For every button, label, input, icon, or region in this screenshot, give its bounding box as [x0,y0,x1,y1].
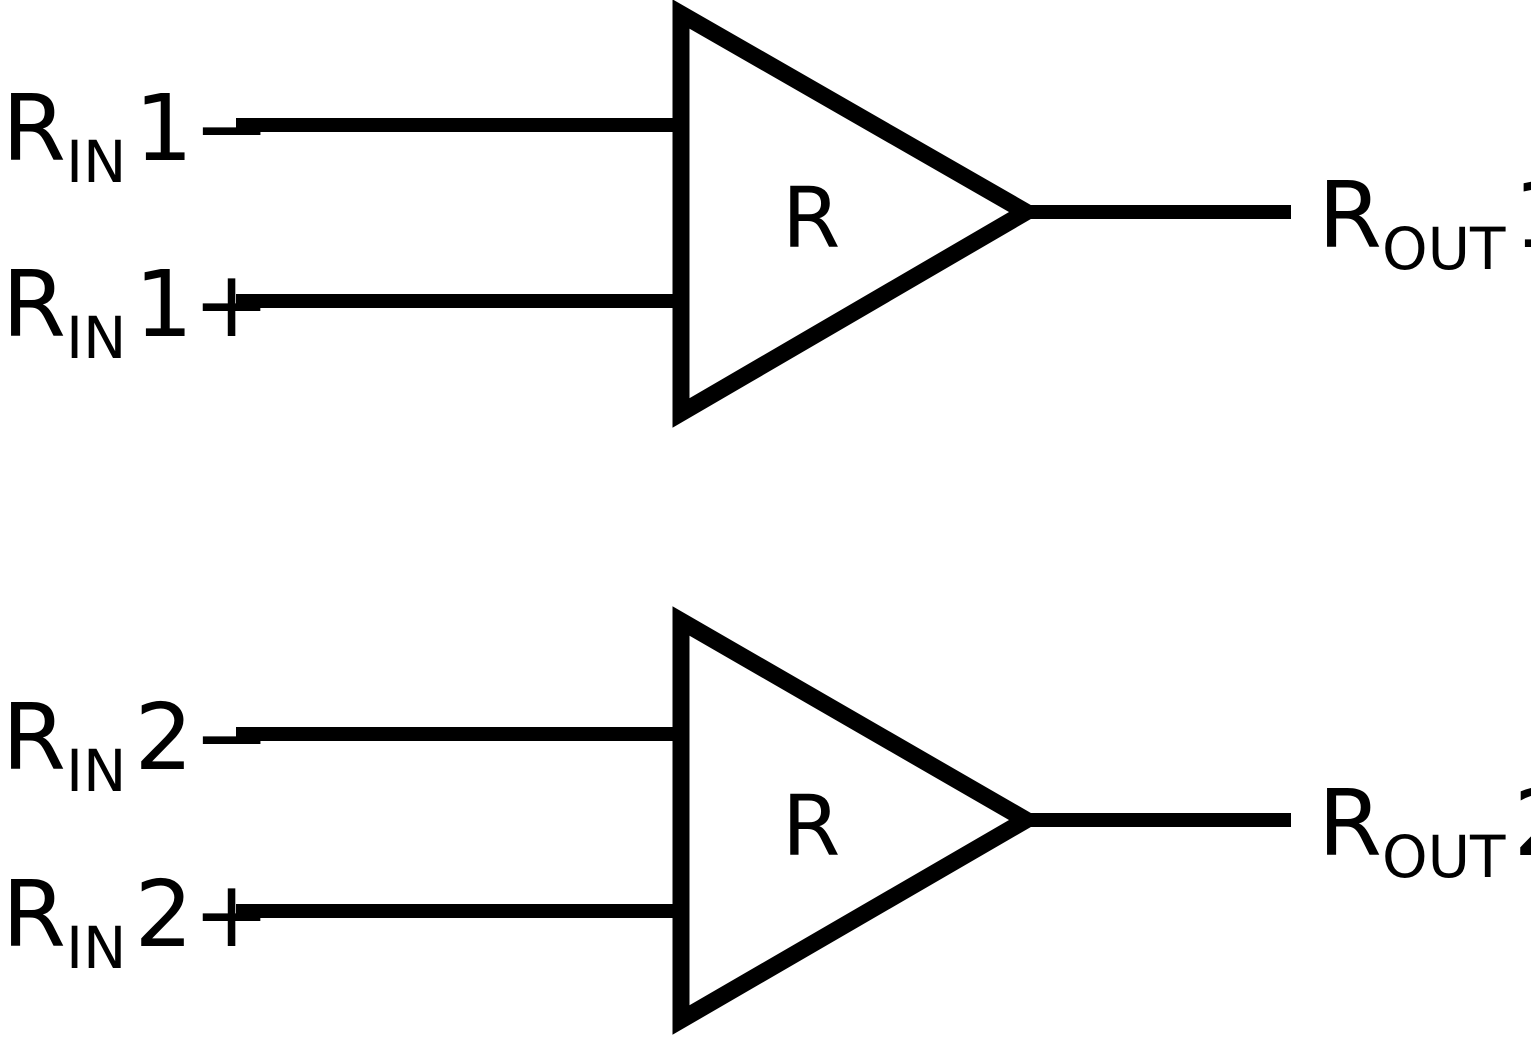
input-2-minus-base: R [2,684,66,791]
input-2-plus-number: 2 [134,861,193,968]
input-2-minus-sign: − [192,684,271,791]
amplifier-1-triangle[interactable] [672,0,1043,428]
output-label-2: ROUT2 [1318,778,1531,887]
input-label-1-plus: RIN1+ [2,259,270,368]
input-1-minus-sign: − [192,75,271,182]
input-1-plus-number: 1 [134,251,193,358]
amplifier-2-label: R [782,777,841,875]
input-1-plus-sign: + [192,251,271,358]
output-2-number: 2 [1513,770,1531,877]
output-label-1: ROUT1 [1318,170,1531,279]
input-2-plus-sign: + [192,861,271,968]
input-1-minus-subscript: IN [65,128,127,196]
input-2-minus-subscript: IN [65,737,127,805]
output-1-number: 1 [1513,162,1531,269]
output-1-subscript: OUT [1381,215,1506,283]
input-2-minus-number: 2 [134,684,193,791]
input-1-plus-base: R [2,251,66,358]
input-2-plus-base: R [2,861,66,968]
output-1-base: R [1318,162,1382,269]
input-1-minus-base: R [2,75,66,182]
output-2-base: R [1318,770,1382,877]
input-label-2-plus: RIN2+ [2,869,270,978]
input-1-plus-subscript: IN [65,304,127,372]
input-label-2-minus: RIN2− [2,692,270,801]
input-2-plus-subscript: IN [65,914,127,982]
output-2-subscript: OUT [1381,823,1506,891]
amplifier-1-label: R [782,169,841,267]
input-1-minus-number: 1 [134,75,193,182]
input-label-1-minus: RIN1− [2,83,270,192]
amplifier-2-triangle[interactable] [672,606,1043,1035]
